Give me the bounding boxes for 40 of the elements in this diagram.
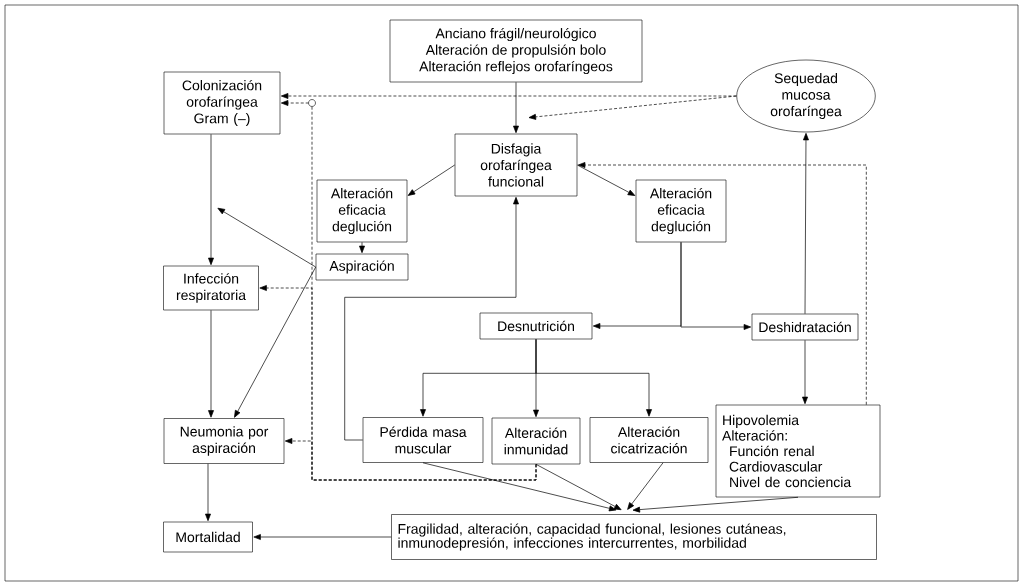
arrow — [576, 164, 636, 196]
arrow — [208, 309, 214, 418]
arrow — [422, 462, 617, 512]
arrow — [253, 534, 392, 540]
process-box: Infección respiratoria — [163, 265, 259, 311]
process-box: Fragilidad, alteración, capacidad funcional, lesiones cutáneas, inmunodepresión, infecciones intercurrentes, morbilidad — [391, 514, 877, 560]
arrow — [535, 338, 652, 417]
process-box: Alteración inmunidad — [491, 417, 581, 465]
arrow — [217, 207, 317, 268]
process-box: Disfagia orofaríngea funcional — [454, 133, 578, 197]
process-box: Hipovolemia Alteración: Función renal Cardiovascular Nivel de conciencia — [715, 404, 881, 498]
process-box: Alteración cicatrización — [589, 417, 709, 463]
arrow — [632, 496, 799, 513]
process-box: Desnutrición — [479, 312, 593, 340]
process-box: Alteración eficacia deglución — [316, 179, 408, 243]
arrow — [205, 463, 211, 522]
arrow — [208, 133, 214, 266]
arrow — [535, 463, 622, 511]
process-box: Deshidratación — [751, 313, 859, 341]
process-box: Neumonia por aspiración — [163, 418, 285, 464]
ellipse-node: Sequedad mucosa orofaríngea — [736, 59, 876, 133]
arrow — [803, 132, 809, 315]
dashed-arrow — [528, 95, 737, 120]
arrow — [234, 266, 317, 418]
arrow — [680, 241, 752, 330]
arrow — [513, 81, 519, 134]
process-box: Colonización orofaríngea Gram (–) — [163, 71, 281, 135]
dashed-arrow — [284, 438, 537, 481]
arrow — [344, 196, 519, 441]
process-box: Alteración eficacia deglución — [635, 179, 727, 243]
dashed-arrow — [280, 93, 737, 99]
process-box: Aspiración — [315, 253, 409, 281]
arrow — [359, 241, 365, 254]
process-box: Mortalidad — [163, 521, 253, 553]
dashed-arrow — [577, 162, 867, 406]
process-box: Pérdida masa muscular — [362, 417, 484, 463]
arrow — [407, 164, 456, 196]
process-box: Anciano frágil/neurológico Alteración de propulsión bolo Alteración reflejos orofaríngeos — [389, 19, 643, 83]
arrow — [627, 462, 664, 510]
arrow — [802, 339, 808, 405]
